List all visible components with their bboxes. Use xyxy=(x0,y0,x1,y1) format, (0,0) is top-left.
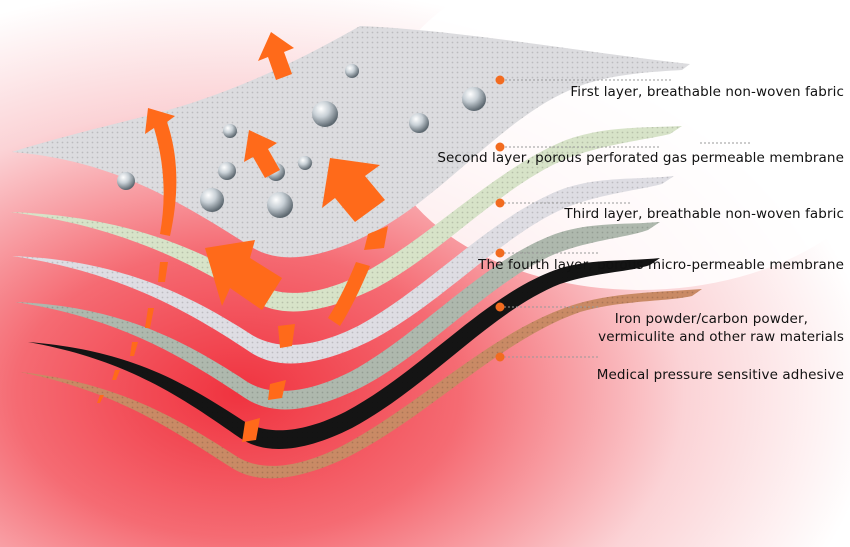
water-droplet-icon xyxy=(218,162,236,180)
water-droplet-icon xyxy=(298,156,312,170)
leader-dot-3 xyxy=(495,198,505,208)
label-layer-2: Second layer, porous perforated gas perm… xyxy=(437,150,844,166)
water-droplet-icon xyxy=(223,124,237,138)
leader-dots xyxy=(495,75,505,362)
arrow-up-icon xyxy=(258,32,294,80)
arrow-segment xyxy=(112,370,120,380)
arrow-segment xyxy=(130,342,138,356)
label-layer-1: First layer, breathable non-woven fabric xyxy=(570,84,844,100)
water-droplet-icon xyxy=(462,87,486,111)
airflow-arrows xyxy=(97,32,388,442)
layer-6-sheet xyxy=(20,289,702,479)
water-droplet-icon xyxy=(345,64,359,78)
layer-1-sheet xyxy=(12,26,690,258)
arrow-up-icon xyxy=(205,240,282,310)
label-layer-4: The fourth layer, porous micro-permeable… xyxy=(478,257,844,273)
leader-dot-5 xyxy=(495,302,505,312)
arrow-up-icon xyxy=(145,108,177,236)
arrow-segment xyxy=(145,308,154,328)
arrow-segment xyxy=(242,418,260,442)
label-layer-6: Medical pressure sensitive adhesive xyxy=(596,367,844,383)
arrow-up-icon xyxy=(322,158,385,222)
leader-dot-2 xyxy=(495,142,505,152)
layer-3-sheet xyxy=(12,176,674,364)
arrow-segment xyxy=(97,395,104,403)
arrow-segment xyxy=(278,324,295,348)
arrow-segment xyxy=(328,262,370,326)
water-droplet-icon xyxy=(200,188,224,212)
water-droplet-icon xyxy=(409,113,429,133)
water-droplet-icon xyxy=(117,172,135,190)
layer-4-sheet xyxy=(15,222,660,410)
arrow-segment xyxy=(268,380,286,400)
arrow-segment xyxy=(364,226,388,250)
label-layer-3: Third layer, breathable non-woven fabric xyxy=(564,206,844,222)
label-layer-5-line-2: vermiculite and other raw materials xyxy=(598,329,844,345)
arrow-segment xyxy=(158,262,168,282)
label-layer-5-line-1: Iron powder/carbon powder, xyxy=(614,311,808,327)
leader-dot-6 xyxy=(495,352,505,362)
water-droplet-icon xyxy=(267,192,293,218)
label-layer-5: Iron powder/carbon powder, vermiculite a… xyxy=(598,310,844,346)
layer-2-sheet xyxy=(10,126,682,312)
leader-dot-1 xyxy=(495,75,505,85)
arrow-up-icon xyxy=(244,130,280,178)
leader-lines xyxy=(500,79,750,358)
water-droplet-icon xyxy=(312,101,338,127)
leader-dot-4 xyxy=(495,248,505,258)
